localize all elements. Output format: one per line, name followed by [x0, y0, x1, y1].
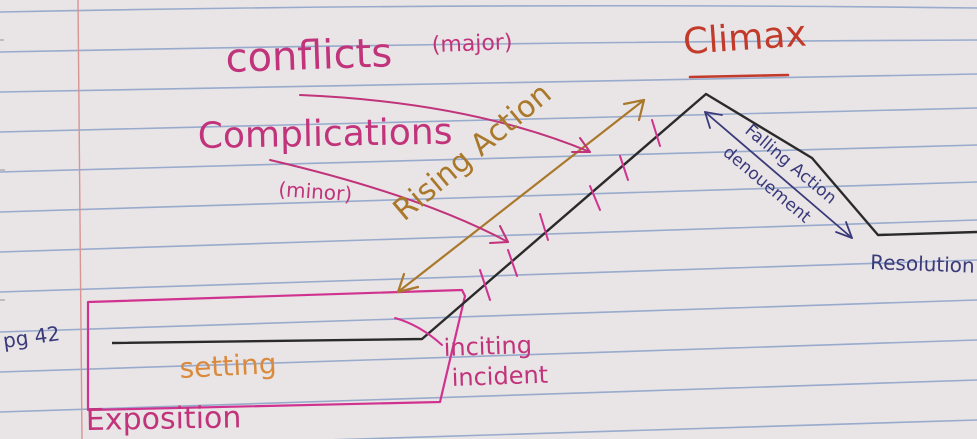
conflicts-arrow [299, 94, 591, 153]
label-exposition: Exposition [86, 400, 242, 438]
rising-action-arrow [396, 98, 646, 294]
label-resolution: Resolution [870, 250, 975, 278]
exposition-box [86, 288, 467, 412]
label-complications: Complications [197, 112, 452, 157]
label-complications-note: (minor) [278, 177, 353, 206]
complications-arrow [269, 159, 509, 244]
inciting-arrow [394, 317, 443, 346]
label-page-ref: pg 42 [1, 321, 61, 353]
label-climax: Climax [682, 13, 808, 63]
falling-action-arrow [704, 111, 853, 239]
paper-edge [0, 39, 5, 301]
label-conflicts-note: (major) [431, 30, 513, 58]
climax-underline [688, 73, 790, 79]
plot-line [111, 92, 977, 345]
label-inciting-line2: incident [451, 361, 548, 392]
margin-line [77, 0, 83, 439]
complication-ticks [479, 119, 661, 301]
label-setting: setting [179, 347, 278, 385]
label-conflicts: conflicts [225, 30, 393, 82]
label-inciting-line1: inciting [443, 331, 532, 362]
